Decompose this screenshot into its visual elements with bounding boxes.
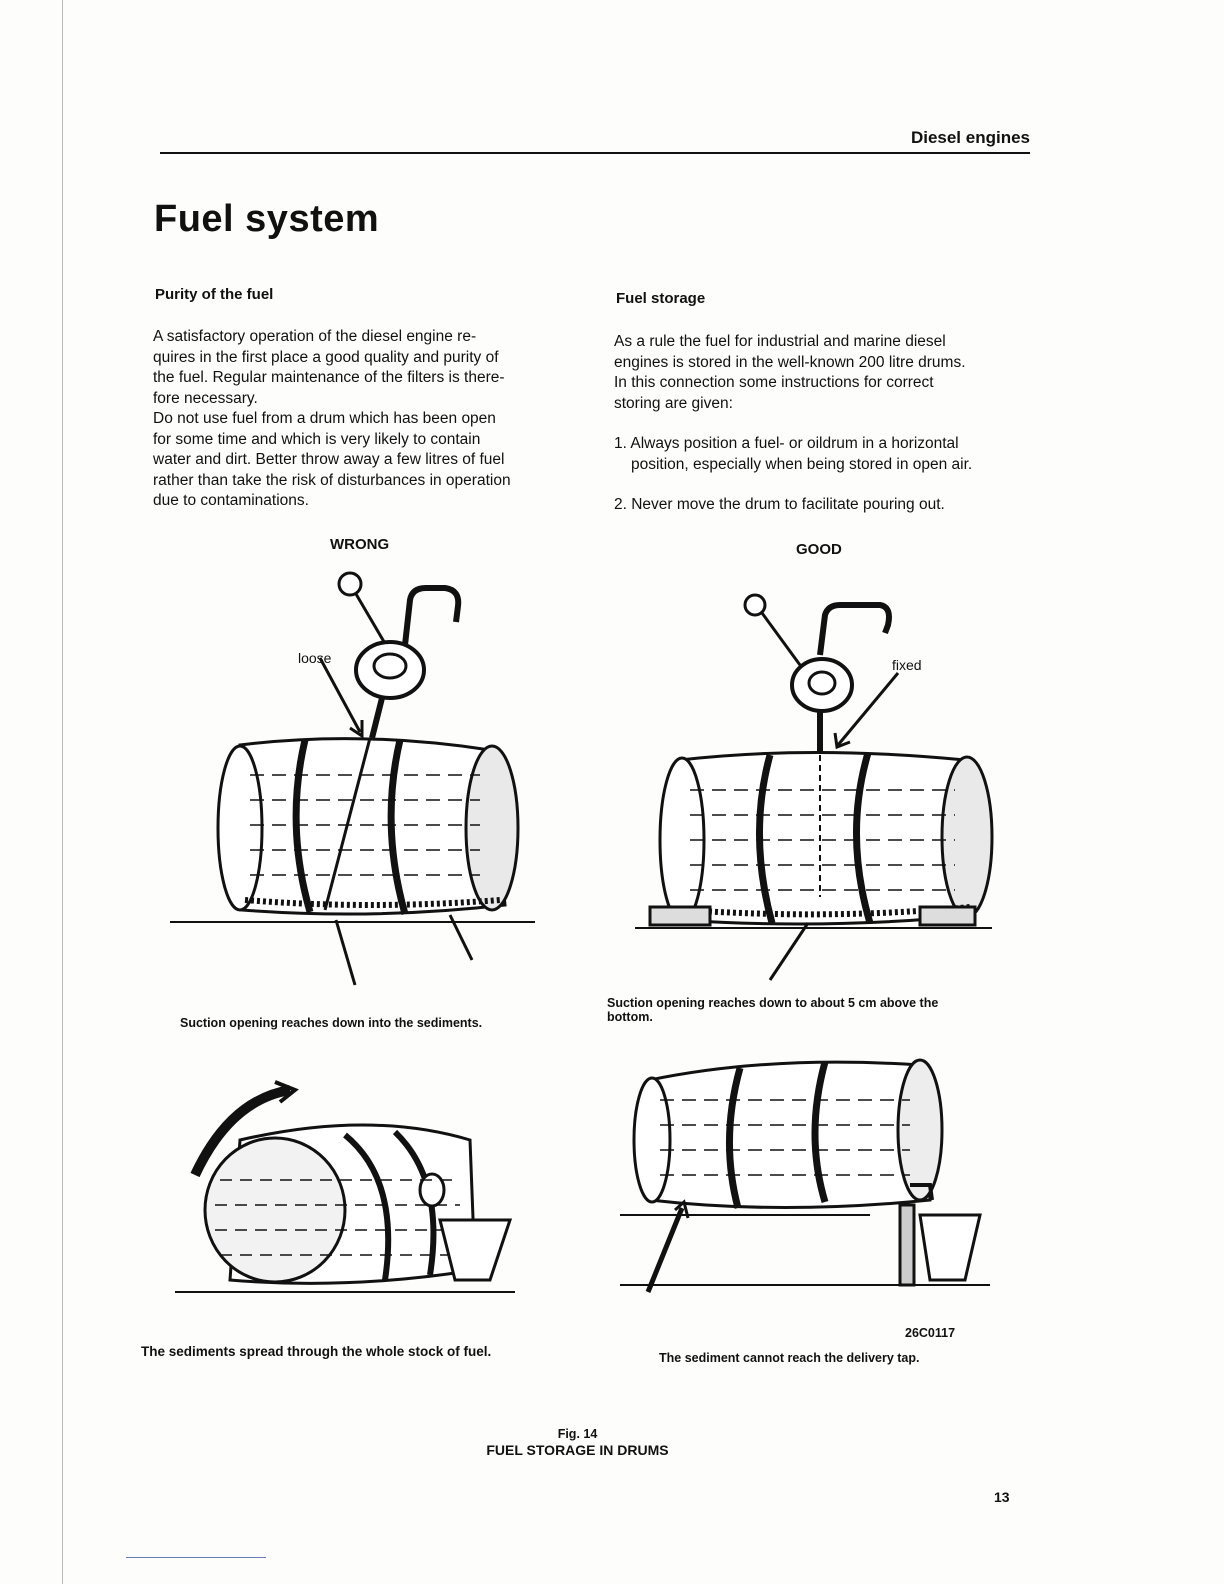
page-title: Fuel system xyxy=(154,198,380,240)
scan-mark xyxy=(126,1557,266,1558)
wrong-rolled-drum-illustration xyxy=(175,1080,515,1293)
text-line: storing are given: xyxy=(614,394,733,412)
text-line: due to contaminations. xyxy=(153,492,309,509)
text-line: the fuel. Regular maintenance of the fil… xyxy=(153,369,505,386)
figure-number: Fig. 14 xyxy=(557,1427,598,1441)
text-line: A satisfactory operation of the diesel e… xyxy=(153,328,477,345)
text-line: for some time and which is very likely t… xyxy=(153,430,481,448)
storage-list-item-1: 1. Always position a fuel- or oildrum in… xyxy=(614,434,1034,475)
storage-list-item-2: 2. Never move the drum to facilitate pou… xyxy=(614,496,945,513)
text-line: rather than take the risk of disturbance… xyxy=(153,471,511,489)
caption-line: Suction opening reaches down to about 5 … xyxy=(607,996,939,1010)
fixed-callout: fixed xyxy=(892,657,922,673)
good-pump-illustration xyxy=(635,593,994,981)
text-line: water and dirt. Better throw away a few … xyxy=(153,451,505,468)
caption-wrong-pump: Suction opening reaches down into the se… xyxy=(180,1016,483,1030)
text-line: In this connection some instructions for… xyxy=(614,374,934,391)
text-line: As a rule the fuel for industrial and ma… xyxy=(614,333,946,350)
text-line: Do not use fuel from a drum which has be… xyxy=(153,410,496,427)
purity-paragraph-2: Do not use fuel from a drum which has be… xyxy=(153,409,573,512)
page-number: 13 xyxy=(994,1489,1010,1505)
text-line: fore necessary. xyxy=(153,389,258,407)
caption-wrong-rolled: The sediments spread through the whole s… xyxy=(141,1344,492,1359)
scan-page-edge xyxy=(62,0,63,1584)
good-tap-drum-illustration xyxy=(620,1058,990,1293)
good-label: GOOD xyxy=(796,541,842,558)
text-line: position, especially when being stored i… xyxy=(631,455,973,473)
running-header: Diesel engines xyxy=(910,128,1030,147)
caption-line: bottom. xyxy=(607,1010,653,1024)
purity-paragraph-1: A satisfactory operation of the diesel e… xyxy=(153,327,573,409)
figure-title: FUEL STORAGE IN DRUMS xyxy=(486,1442,669,1458)
text-line: quires in the first place a good quality… xyxy=(153,348,499,366)
wrong-label: WRONG xyxy=(330,536,390,553)
wrong-pump-illustration xyxy=(170,571,535,986)
text-line: 1. Always position a fuel- or oildrum in… xyxy=(614,435,959,452)
caption-good-tap: The sediment cannot reach the delivery t… xyxy=(659,1351,920,1365)
storage-intro: As a rule the fuel for industrial and ma… xyxy=(614,332,1034,414)
section-heading-storage: Fuel storage xyxy=(616,290,706,307)
header-rule xyxy=(160,152,1030,154)
section-heading-purity: Purity of the fuel xyxy=(155,286,274,303)
figure-code: 26C0117 xyxy=(905,1326,956,1340)
caption-good-pump: Suction opening reaches down to about 5 … xyxy=(607,996,1017,1024)
text-line: engines is stored in the well-known 200 … xyxy=(614,353,966,371)
